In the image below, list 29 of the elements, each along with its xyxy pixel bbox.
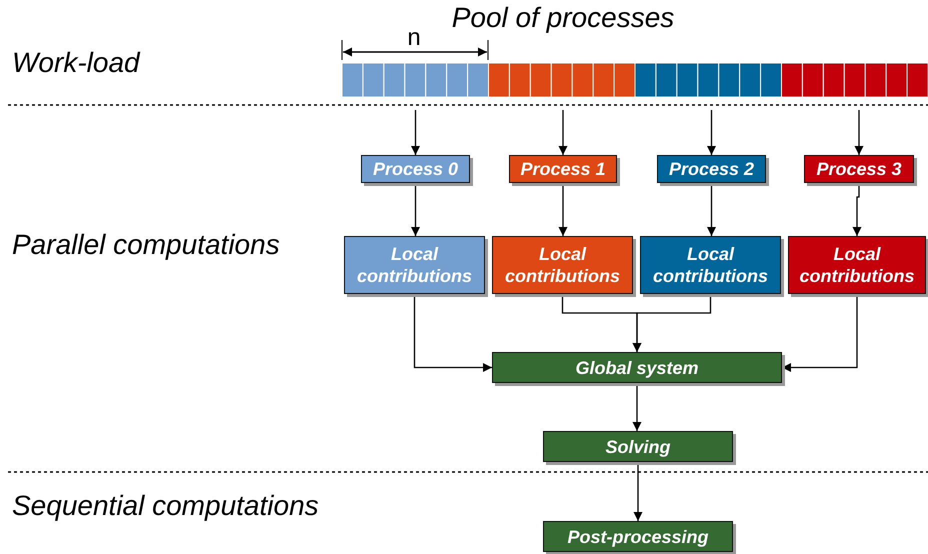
title-text: Pool of processes	[452, 2, 674, 34]
arrow	[558, 183, 568, 236]
process-box: Solving	[543, 431, 733, 462]
process-box: Process 0	[361, 155, 470, 183]
dimension-label: n	[407, 24, 421, 52]
arrow	[707, 110, 716, 155]
arrow	[411, 183, 420, 236]
section-label: Parallel computations	[12, 229, 280, 261]
computation-box: Local contributions	[492, 236, 633, 294]
section-label: Work-load	[12, 47, 140, 79]
arrow	[414, 294, 492, 372]
process-box: Process 1	[509, 155, 617, 183]
arrow	[852, 183, 862, 236]
section-label: Sequential computations	[12, 490, 319, 522]
arrow	[558, 110, 568, 155]
arrow	[782, 294, 858, 372]
process-box: Process 2	[657, 155, 766, 183]
computation-box: Local contributions	[344, 236, 485, 294]
arrow	[854, 110, 864, 155]
computation-box: Local contributions	[640, 236, 781, 294]
arrow	[411, 110, 420, 155]
arrow	[632, 294, 712, 352]
process-box: Global system	[492, 352, 782, 383]
process-box: Process 3	[804, 155, 914, 183]
arrow	[632, 383, 642, 431]
computation-box: Local contributions	[788, 236, 926, 294]
arrow	[634, 462, 642, 521]
process-box: Post-processing	[543, 521, 733, 552]
arrow	[707, 183, 716, 236]
